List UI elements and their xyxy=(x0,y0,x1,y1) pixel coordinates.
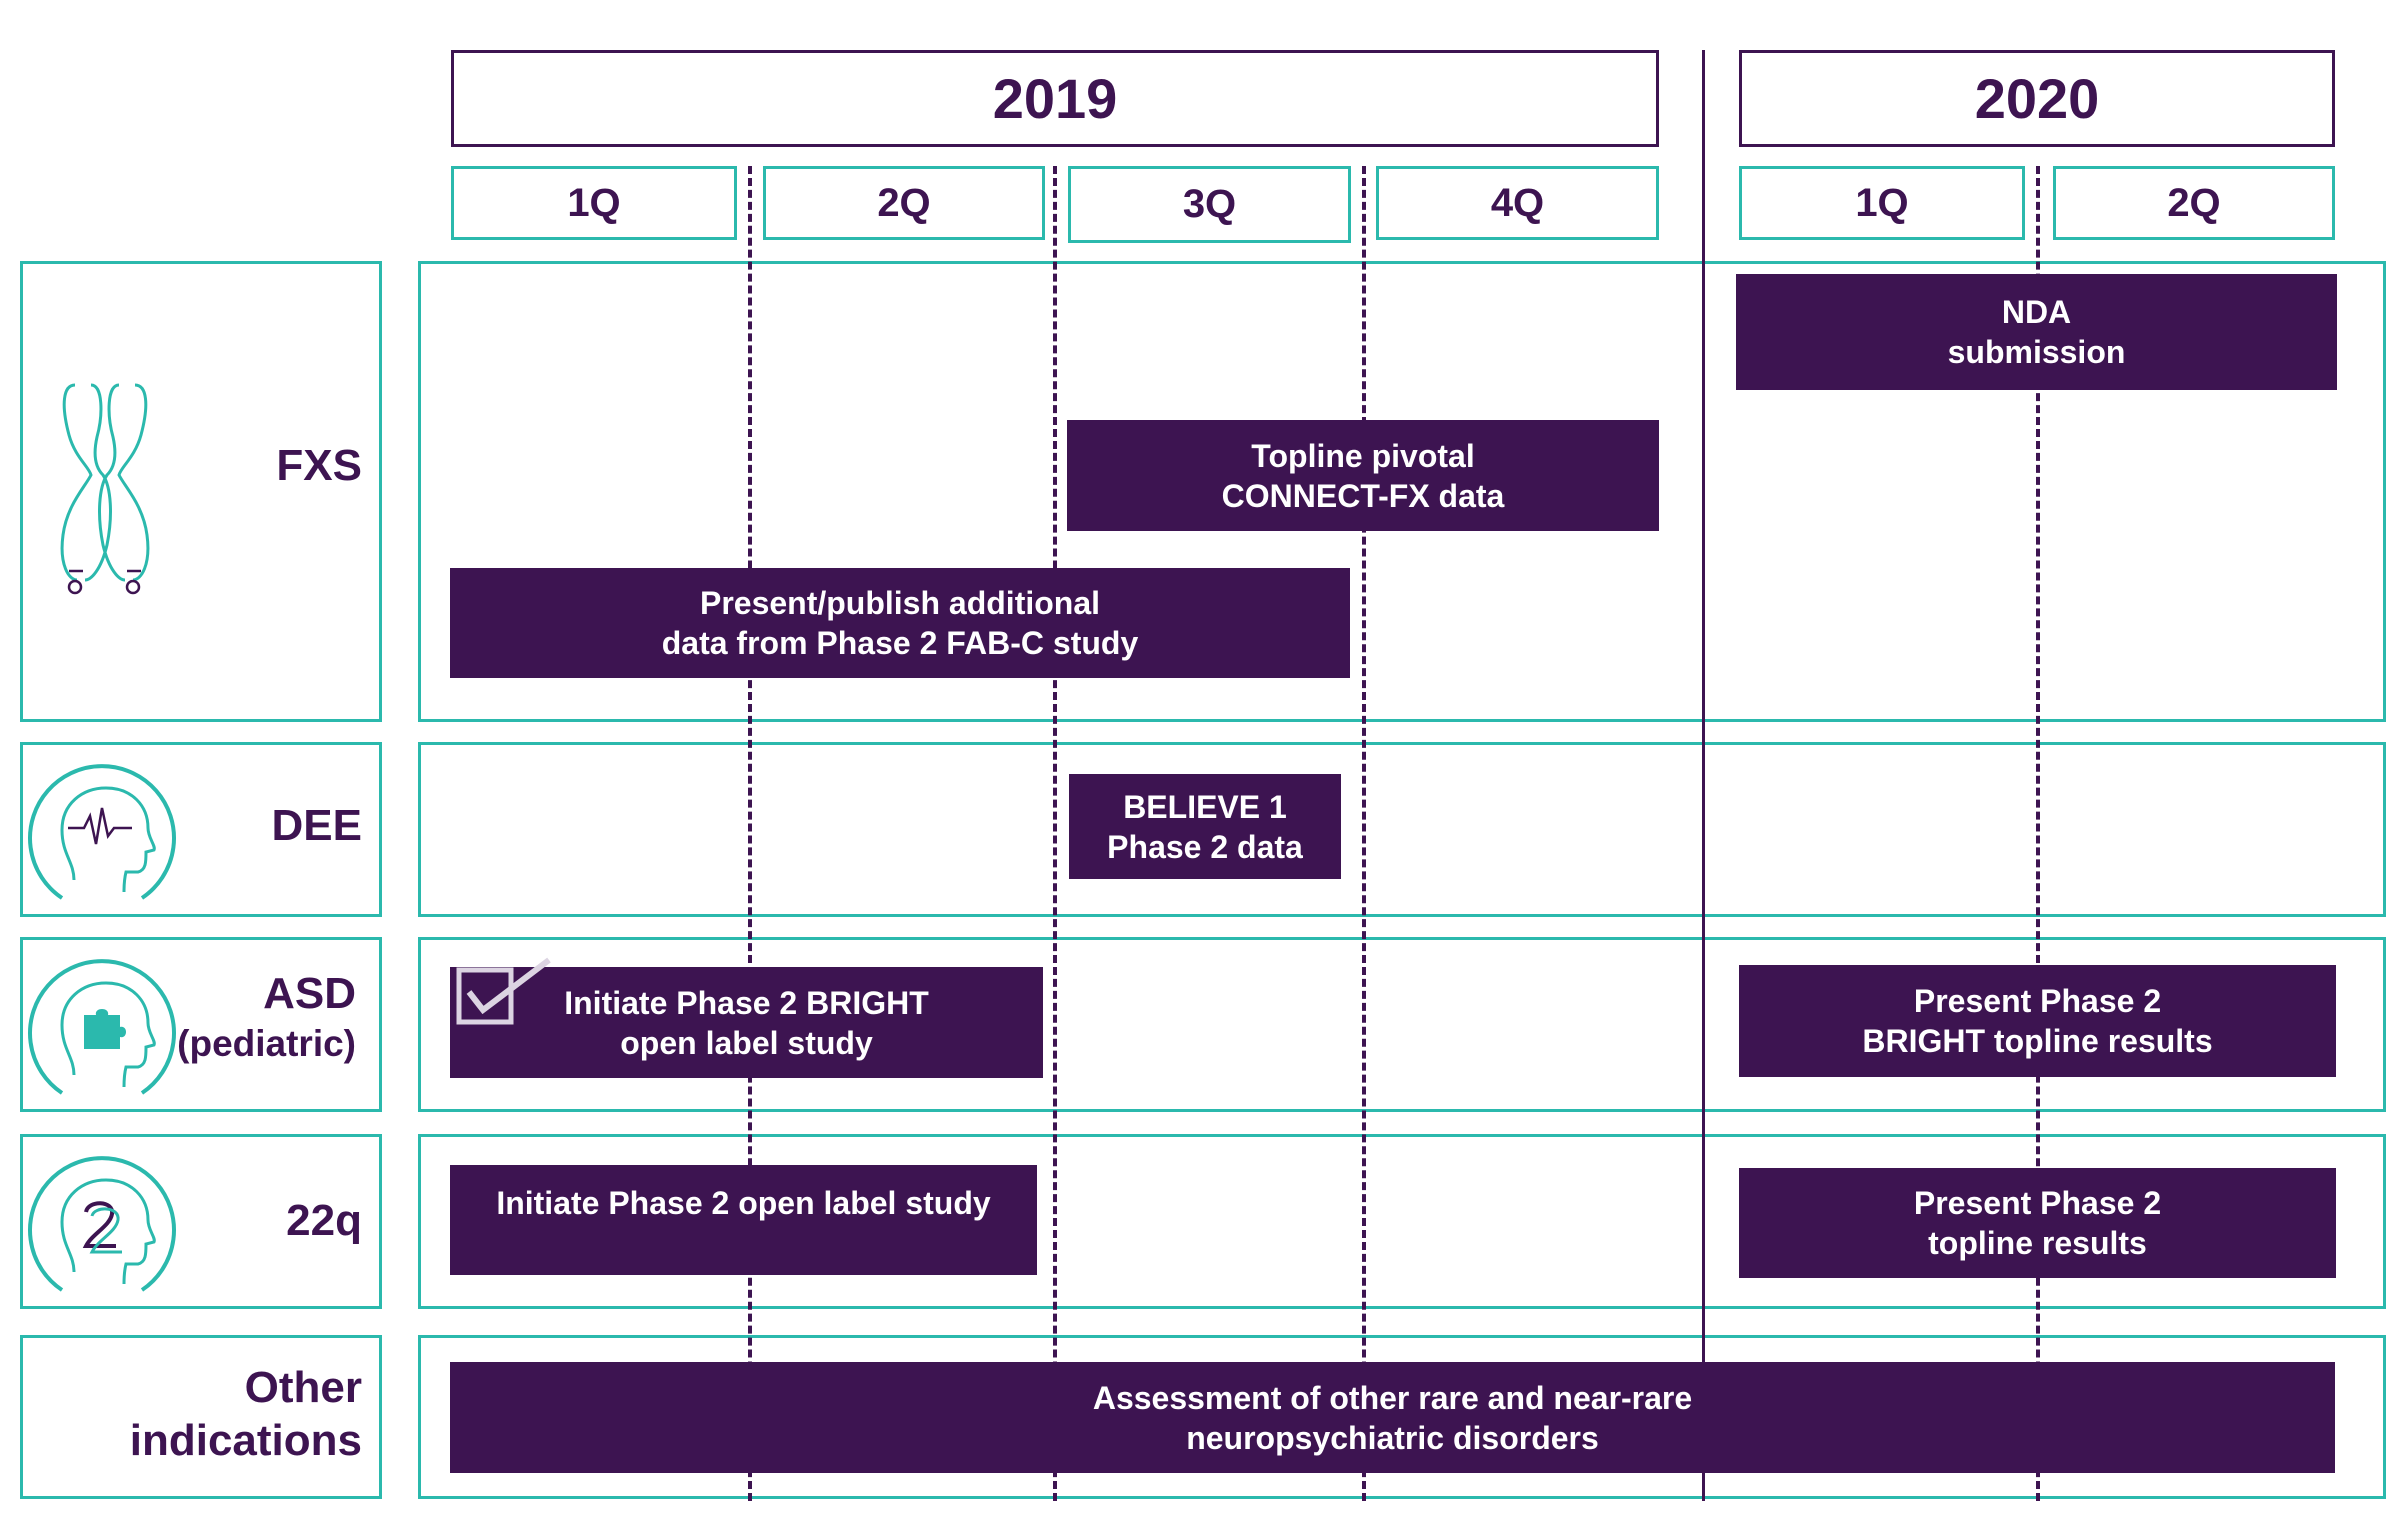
milestone-bright-results: Present Phase 2 BRIGHT topline results xyxy=(1739,965,2336,1077)
quarter-divider-2019-q1-q2 xyxy=(748,166,752,1501)
head-puzzle-icon xyxy=(22,945,182,1105)
milestone-bright-initiate: Initiate Phase 2 BRIGHT open label study xyxy=(450,967,1043,1078)
year-header-2019: 2019 xyxy=(451,50,1659,147)
milestone-nda-submission: NDA submission xyxy=(1736,274,2337,390)
head-22q-icon xyxy=(22,1142,182,1302)
quarter-divider-2019-q2-q3 xyxy=(1053,166,1057,1501)
row-label-panel-other xyxy=(20,1335,382,1499)
row-label-asd-sub: (pediatric) xyxy=(177,1023,356,1064)
milestone-22q-results: Present Phase 2 topline results xyxy=(1739,1168,2336,1278)
chromosome-icon xyxy=(55,375,155,595)
milestone-topline-connect-fx: Topline pivotal CONNECT-FX data xyxy=(1067,420,1659,531)
milestone-believe-1: BELIEVE 1 Phase 2 data xyxy=(1069,774,1341,879)
head-heartbeat-icon xyxy=(22,750,182,910)
quarter-divider-2019-q3-q4 xyxy=(1362,166,1366,1501)
quarter-2019-3q: 3Q xyxy=(1068,166,1351,243)
quarter-2020-1q: 1Q xyxy=(1739,166,2025,240)
row-label-asd: ASD xyxy=(263,969,356,1018)
quarter-2020-2q: 2Q xyxy=(2053,166,2335,240)
year-header-2020: 2020 xyxy=(1739,50,2335,147)
quarter-divider-2020-q1-q2 xyxy=(2036,166,2040,1501)
milestone-22q-initiate: Initiate Phase 2 open label study xyxy=(450,1165,1037,1275)
year-divider-line xyxy=(1702,50,1705,1501)
row-label-22q: 22q xyxy=(286,1196,362,1245)
row-label-dee: DEE xyxy=(271,801,362,850)
quarter-2019-4q: 4Q xyxy=(1376,166,1659,240)
row-label-fxs: FXS xyxy=(276,441,362,490)
quarter-2019-2q: 2Q xyxy=(763,166,1045,240)
quarter-2019-1q: 1Q xyxy=(451,166,737,240)
timeline-row-dee xyxy=(418,742,2386,917)
milestone-fab-c-data: Present/publish additional data from Pha… xyxy=(450,568,1350,678)
checkmark-icon xyxy=(455,956,555,1028)
milestone-other-assessment: Assessment of other rare and near-rare n… xyxy=(450,1362,2335,1473)
row-label-other: Other indications xyxy=(129,1363,362,1465)
